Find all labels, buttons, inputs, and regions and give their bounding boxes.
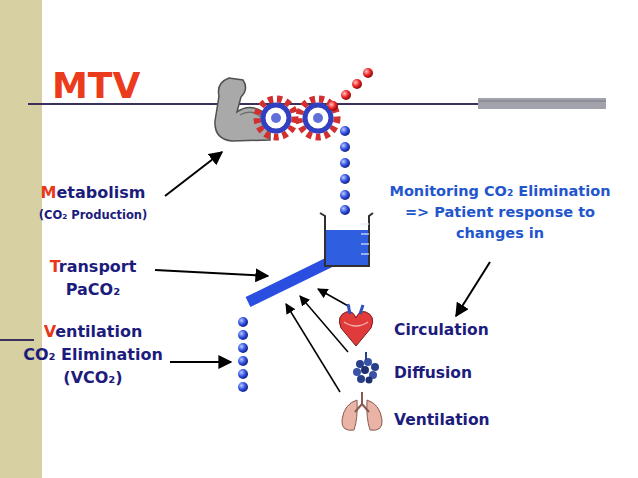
lung-icon bbox=[342, 400, 357, 430]
leader-arrow bbox=[155, 270, 268, 276]
co2-dot bbox=[340, 142, 350, 152]
transport-label: Transport bbox=[20, 257, 166, 277]
heart-icon bbox=[339, 312, 372, 346]
co2-dot bbox=[238, 317, 248, 327]
gear-hub bbox=[271, 113, 281, 123]
co2-dot bbox=[340, 190, 350, 200]
metabolism-label: Metabolism bbox=[20, 183, 166, 203]
rule-bar bbox=[478, 98, 606, 109]
arm-icon bbox=[215, 78, 270, 141]
co2-dot bbox=[341, 90, 351, 100]
monitoring-note: Monitoring CO₂ Elimination => Patient re… bbox=[388, 181, 612, 244]
leader-arrow bbox=[456, 262, 490, 316]
heart-vessel bbox=[348, 304, 363, 314]
slide-title: MTV bbox=[52, 66, 140, 106]
beaker-liquid bbox=[325, 230, 369, 266]
gear-teeth bbox=[299, 99, 337, 137]
leader-arrow bbox=[170, 361, 231, 363]
transport-sublabel: PaCO₂ bbox=[20, 280, 166, 300]
drain-pipe bbox=[248, 260, 334, 302]
alveoli-icon bbox=[371, 363, 379, 371]
leader-arrow bbox=[286, 304, 340, 392]
heart-detail bbox=[344, 322, 368, 326]
co2-dot bbox=[328, 101, 338, 111]
side-strip bbox=[0, 0, 42, 478]
alveoli-stem bbox=[365, 352, 367, 360]
co2-dot bbox=[340, 158, 350, 168]
alveoli-icon bbox=[366, 377, 373, 384]
ventilation-sublabel: (VCO₂) bbox=[12, 368, 174, 388]
ventilation-label: Ventilation bbox=[12, 322, 174, 342]
co2-dot bbox=[238, 382, 248, 392]
gear-hub bbox=[313, 113, 323, 123]
alveoli-icon bbox=[357, 375, 365, 383]
co2-dot bbox=[340, 174, 350, 184]
diffusion-label: Diffusion bbox=[394, 363, 524, 383]
ventilation-sublabel: CO₂ Elimination bbox=[12, 345, 174, 365]
alveoli-icon bbox=[361, 366, 369, 374]
trachea-icon bbox=[355, 392, 369, 412]
leader-arrow bbox=[165, 152, 222, 196]
alveoli-icon bbox=[353, 368, 361, 376]
gear-teeth bbox=[257, 99, 295, 137]
beaker-scale bbox=[361, 253, 369, 254]
beaker-scale bbox=[361, 243, 369, 244]
beaker-outline bbox=[320, 213, 373, 266]
circulation-label: Circulation bbox=[394, 320, 524, 340]
co2-dot bbox=[352, 79, 362, 89]
co2-dot bbox=[238, 369, 248, 379]
ventilation-label: Ventilation bbox=[394, 410, 524, 430]
rule-bar-line bbox=[478, 101, 606, 102]
leader-arrow bbox=[318, 289, 350, 307]
co2-dot bbox=[340, 126, 350, 136]
co2-dot bbox=[238, 356, 248, 366]
metabolism-sublabel: (CO₂ Production) bbox=[20, 205, 166, 225]
gear-ring bbox=[305, 105, 331, 131]
co2-dot bbox=[363, 68, 373, 78]
co2-dot bbox=[238, 343, 248, 353]
rule-line bbox=[0, 339, 34, 341]
gear-ring bbox=[263, 105, 289, 131]
beaker-scale bbox=[361, 223, 369, 224]
lung-icon bbox=[367, 400, 382, 430]
co2-dot bbox=[340, 205, 350, 215]
beaker-scale bbox=[361, 233, 369, 234]
co2-dot bbox=[238, 330, 248, 340]
